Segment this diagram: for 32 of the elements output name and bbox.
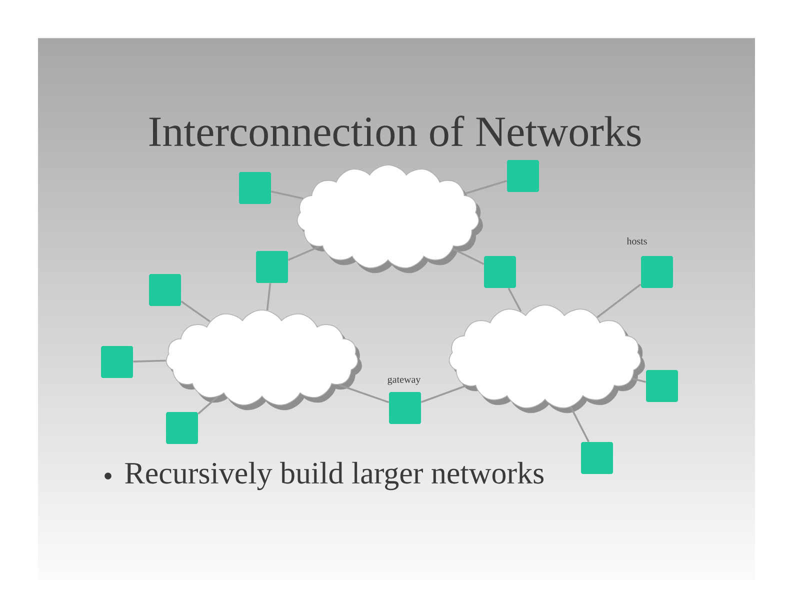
connector-line — [632, 378, 646, 383]
host-square — [166, 412, 198, 444]
host-square — [641, 256, 673, 288]
connector-line — [266, 283, 272, 310]
connector-line — [596, 284, 642, 318]
host-square — [389, 392, 421, 424]
connector-line — [288, 246, 320, 261]
connector-line — [198, 396, 218, 414]
host-square — [646, 370, 678, 402]
slide-title: Interconnection of Networks — [149, 116, 641, 146]
host-square — [149, 274, 181, 306]
connector-line — [338, 384, 390, 404]
network-cloud — [448, 304, 645, 414]
network-cloud — [166, 310, 362, 410]
connector-line — [570, 406, 590, 442]
node-caption: hosts — [626, 237, 647, 244]
host-square — [484, 256, 516, 288]
host-square — [581, 442, 613, 474]
host-square — [101, 346, 133, 378]
connector-line — [464, 180, 508, 195]
connector-line — [133, 360, 166, 362]
connector-line — [271, 190, 304, 200]
connector-line — [180, 300, 210, 322]
host-square — [239, 172, 271, 204]
connector-line — [508, 288, 522, 312]
connector-line — [452, 248, 484, 265]
node-caption: gateway — [388, 377, 421, 385]
connector-line — [420, 384, 466, 403]
bullet-text: Recursively build larger networks — [125, 462, 544, 490]
host-square — [256, 251, 288, 283]
host-square — [507, 160, 539, 192]
network-cloud — [296, 164, 483, 274]
